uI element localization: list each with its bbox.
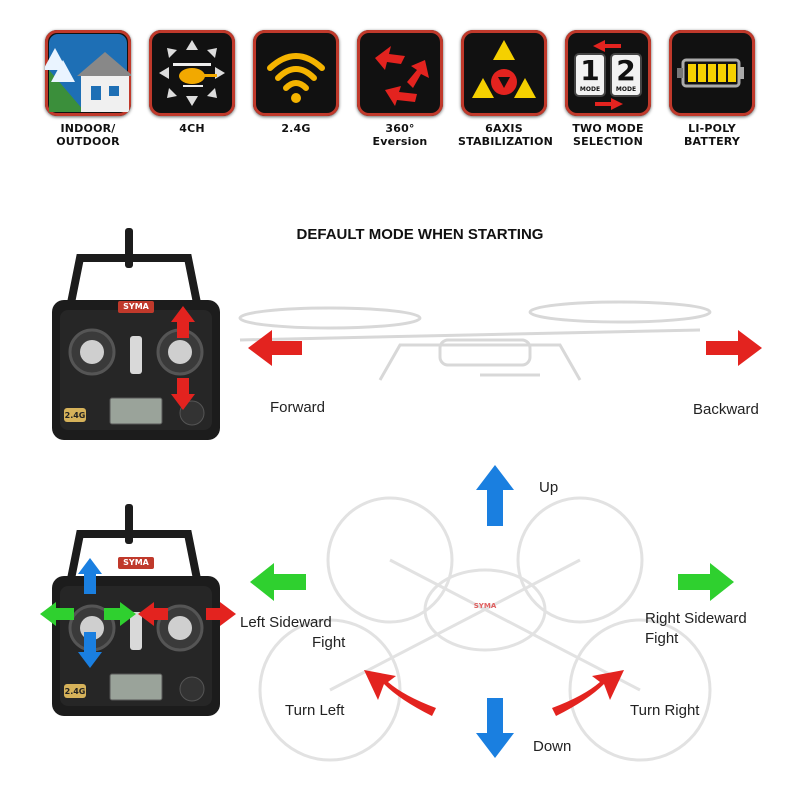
triangle-stabilization-icon <box>461 30 547 116</box>
green-horizontal-arrow <box>40 602 136 626</box>
mode-two-digit: 2 <box>616 54 636 87</box>
feature-label: 6AXIS <box>485 122 523 135</box>
right-sideward-label: Right Sideward Fight <box>645 609 747 649</box>
house-tree-icon <box>45 30 131 116</box>
drone-brand-mark: SYMA <box>474 602 497 610</box>
rotation-arrows-icon <box>357 30 443 116</box>
controller-brand-badge: SYMA <box>118 301 154 313</box>
backward-arrow <box>706 330 762 366</box>
turn-right-label: Turn Right <box>630 702 700 719</box>
controller-brand-badge: SYMA <box>118 557 154 569</box>
drone-top-view <box>258 496 712 762</box>
feature-label: LI-POLY <box>688 122 736 135</box>
up-label: Up <box>539 479 559 496</box>
turn-right-arrow <box>552 670 624 716</box>
forward-arrow <box>248 330 302 366</box>
feature-label: SELECTION <box>573 135 643 148</box>
feature-label: 4CH <box>179 122 205 135</box>
feature-indoor-outdoor: INDOOR/OUTDOOR <box>42 30 134 148</box>
feature-label: TWO MODE <box>572 122 644 135</box>
left-sideward-arrow <box>250 563 306 601</box>
blue-vertical-arrow <box>78 558 102 668</box>
battery-icon <box>669 30 755 116</box>
feature-label: INDOOR/ <box>60 122 116 135</box>
drone-side-view <box>238 300 712 381</box>
left-sideward-label: Left Sideward Fight <box>240 613 345 653</box>
wifi-signal-icon <box>253 30 339 116</box>
feature-label: OUTDOOR <box>56 135 120 148</box>
red-horizontal-arrow <box>138 602 236 626</box>
feature-360-eversion: 360°Eversion <box>354 30 446 148</box>
right-sideward-label-line1: Right Sideward <box>645 610 747 627</box>
feature-label: STABILIZATION <box>458 135 554 148</box>
backward-label: Backward <box>693 401 759 418</box>
feature-4ch: 4CH <box>146 30 238 135</box>
right-sideward-arrow <box>678 563 734 601</box>
down-label: Down <box>533 738 572 755</box>
feature-label: Eversion <box>372 135 428 148</box>
left-sideward-label-line2: Fight <box>312 634 346 651</box>
left-sideward-label-line1: Left Sideward <box>240 614 332 631</box>
turn-left-arrow <box>364 670 436 716</box>
controller-frequency-badge: 2.4G <box>64 687 86 696</box>
down-arrow <box>476 698 514 758</box>
turn-left-label: Turn Left <box>285 702 345 719</box>
feature-label: 360° <box>385 122 415 135</box>
mode-1-2-icon: 1 2 MODE MODE <box>565 30 651 116</box>
right-sideward-label-line2: Fight <box>645 630 679 647</box>
mode-caption: MODE <box>615 86 637 93</box>
feature-2-4g: 2.4G <box>250 30 342 135</box>
mode-one-digit: 1 <box>580 54 600 87</box>
mode-caption: MODE <box>579 86 601 93</box>
section-heading: DEFAULT MODE WHEN STARTING <box>296 226 544 243</box>
controller-frequency-badge: 2.4G <box>64 411 86 420</box>
red-vertical-arrow <box>171 306 195 410</box>
forward-label: Forward <box>270 399 326 416</box>
helicopter-arrows-icon <box>149 30 235 116</box>
feature-label: BATTERY <box>683 135 741 148</box>
feature-label: 2.4G <box>281 122 311 135</box>
up-arrow <box>476 465 514 526</box>
